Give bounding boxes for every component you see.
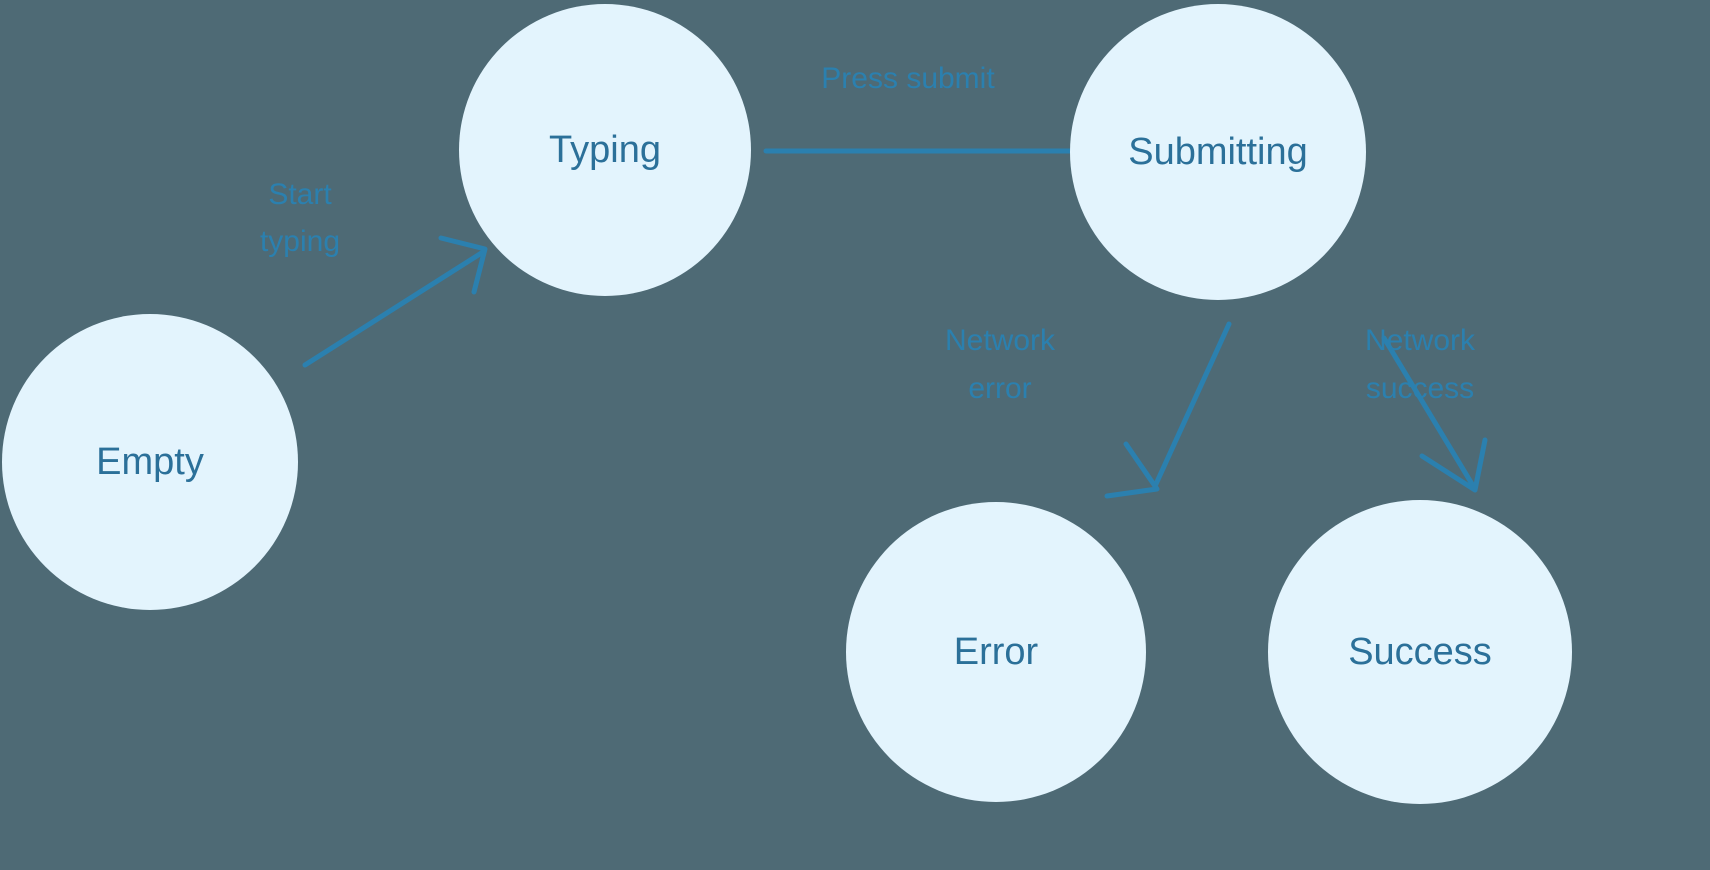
state-circle-success xyxy=(1268,500,1572,804)
edge-submitting-to-error[interactable] xyxy=(1104,321,1232,499)
state-label-typing: Typing xyxy=(549,129,661,171)
state-node-typing[interactable]: Typing xyxy=(459,4,751,296)
edge-label-network-success-line1: Network xyxy=(1365,324,1476,357)
edge-label-network-error-line2: error xyxy=(968,372,1031,405)
state-label-submitting: Submitting xyxy=(1128,131,1308,173)
state-circle-submitting xyxy=(1070,4,1366,300)
state-label-empty: Empty xyxy=(96,441,204,483)
state-circle-typing xyxy=(459,4,751,296)
arrowhead-submitting-to-error xyxy=(1104,441,1160,499)
edge-line-submitting-to-success xyxy=(1381,335,1475,487)
state-label-success: Success xyxy=(1348,631,1492,673)
edge-submitting-to-success[interactable] xyxy=(1381,335,1488,493)
edge-line-submitting-to-error xyxy=(1153,321,1232,487)
state-node-empty[interactable]: Empty xyxy=(2,314,298,610)
edge-empty-to-typing[interactable] xyxy=(302,235,488,368)
edge-label-network-error-line1: Network xyxy=(945,324,1056,357)
state-node-success[interactable]: Success xyxy=(1268,500,1572,804)
arrowhead-submitting-to-success xyxy=(1419,437,1488,493)
edge-line-empty-to-typing xyxy=(302,249,486,368)
arrowhead-empty-to-typing xyxy=(438,235,488,295)
state-label-error: Error xyxy=(954,631,1039,673)
edge-label-press-submit: Press submit xyxy=(821,62,995,95)
edge-label-network-success-line2: success xyxy=(1366,372,1474,405)
edge-label-start-typing-line2: typing xyxy=(260,225,340,258)
state-circle-empty xyxy=(2,314,298,610)
state-circle-error xyxy=(846,502,1146,802)
state-node-submitting[interactable]: Submitting xyxy=(1070,4,1366,300)
state-node-error[interactable]: Error xyxy=(846,502,1146,802)
edge-label-start-typing-line1: Start xyxy=(268,178,332,211)
